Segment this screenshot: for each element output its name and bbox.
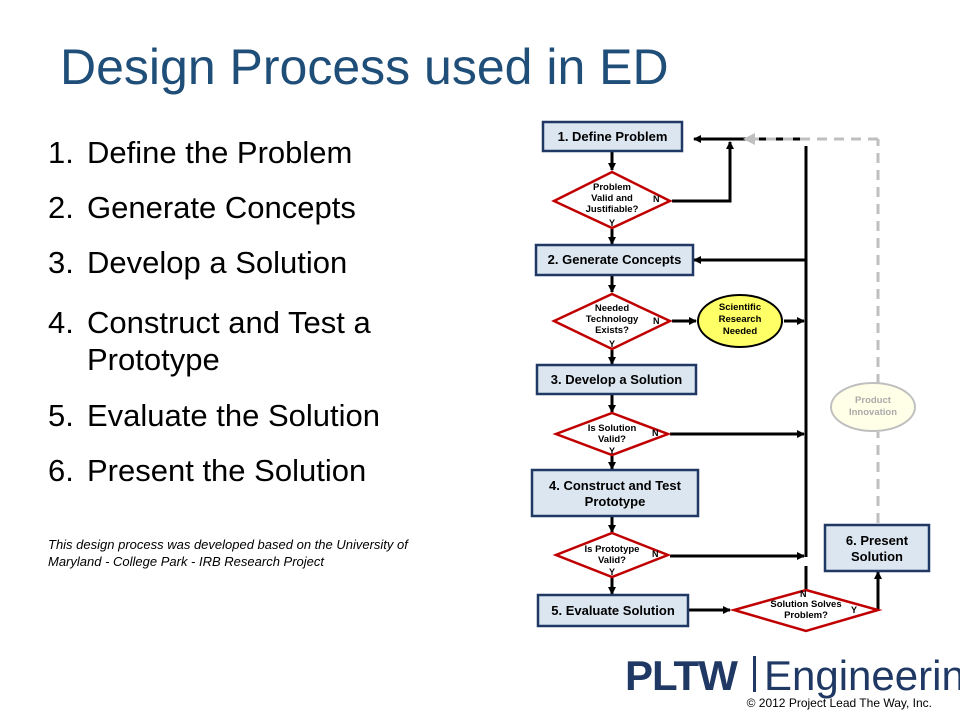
innovation-line-1: Product: [855, 395, 892, 406]
decision-4-line-2: Valid?: [598, 555, 626, 566]
innovation-line-2: Innovation: [849, 407, 897, 418]
decision-3-line-1: Is Solution: [588, 423, 637, 434]
step-text: Evaluate the Solution: [87, 398, 380, 433]
connector-lines: [608, 133, 882, 614]
step-number: 4.: [48, 305, 74, 340]
box-present-label-1: 6. Present: [846, 533, 909, 548]
decision-1-line-1: Problem: [593, 182, 631, 193]
box-present-label-2: Solution: [851, 549, 903, 564]
box-define-problem: 1. Define Problem: [541, 120, 684, 153]
decision-3-yes: Y: [609, 446, 615, 456]
decision-2-no: N: [653, 316, 660, 326]
decision-solution-valid: Is Solution Valid? N Y: [552, 411, 672, 457]
decision-5-yes: Y: [851, 605, 857, 615]
decision-2-yes: Y: [609, 339, 615, 349]
box-define-label: 1. Define Problem: [558, 129, 668, 144]
research-line-3: Needed: [723, 326, 758, 337]
decision-prototype-valid: Is Prototype Valid? N Y: [552, 531, 672, 579]
step-text: Generate Concepts: [87, 190, 356, 225]
circle-product-innovation: Product Innovation: [830, 382, 916, 432]
step-number: 1.: [48, 135, 74, 170]
decision-2-line-1: Needed: [595, 303, 630, 314]
step-number: 2.: [48, 190, 74, 225]
logo-divider: [753, 656, 756, 692]
box-construct-label-2: Prototype: [585, 494, 646, 509]
step-text: Construct and Test a: [87, 305, 371, 340]
arrow-d1-no-loop: [672, 141, 734, 203]
research-line-2: Research: [719, 314, 762, 325]
decision-3-no: N: [652, 428, 659, 438]
box-construct-prototype: 4. Construct and Test Prototype: [530, 468, 700, 518]
step-number: 6.: [48, 453, 74, 488]
page-title: Design Process used in ED: [60, 39, 669, 95]
decision-4-yes: Y: [609, 567, 615, 577]
decision-1-line-3: Justifiable?: [586, 204, 639, 215]
decision-5-line-2: Problem?: [784, 610, 828, 621]
research-line-1: Scientific: [719, 302, 761, 313]
step-number: 3.: [48, 245, 74, 280]
decision-problem-valid: Problem Valid and Justifiable? N Y: [551, 170, 673, 230]
box-develop-solution: 3. Develop a Solution: [535, 363, 698, 396]
box-present-solution: 6. Present Solution: [823, 523, 931, 573]
box-generate-label: 2. Generate Concepts: [548, 252, 682, 267]
step-text: Define the Problem: [87, 135, 353, 170]
step-text: Present the Solution: [87, 453, 367, 488]
box-construct-label-1: 4. Construct and Test: [549, 478, 682, 493]
box-evaluate-label: 5. Evaluate Solution: [551, 603, 675, 618]
decision-solution-solves: Solution Solves Problem? N Y: [729, 588, 883, 633]
box-generate-concepts: 2. Generate Concepts: [534, 243, 695, 277]
decision-2-line-2: Technology: [586, 314, 639, 325]
logo-product: Engineering: [764, 652, 960, 699]
step-text: Prototype: [87, 342, 220, 377]
logo-brand: PLTW: [625, 652, 738, 699]
decision-2-line-3: Exists?: [595, 325, 629, 336]
box-evaluate-solution: 5. Evaluate Solution: [536, 593, 690, 628]
decision-5-line-1: Solution Solves: [770, 599, 841, 610]
source-note: This design process was developed based …: [48, 537, 408, 569]
box-develop-label: 3. Develop a Solution: [551, 372, 683, 387]
copyright-notice: © 2012 Project Lead The Way, Inc.: [746, 696, 932, 710]
decision-1-line-2: Valid and: [591, 193, 633, 204]
decision-1-yes: Y: [609, 218, 615, 228]
decision-1-no: N: [653, 194, 660, 204]
decision-4-no: N: [652, 549, 659, 559]
step-text: Develop a Solution: [87, 245, 348, 280]
decision-3-line-2: Valid?: [598, 434, 626, 445]
circle-scientific-research: Scientific Research Needed: [697, 294, 783, 348]
decision-5-no: N: [800, 589, 807, 599]
decision-technology-exists: Needed Technology Exists? N Y: [551, 292, 673, 351]
decision-4-line-1: Is Prototype: [585, 544, 640, 555]
step-number: 5.: [48, 398, 74, 433]
